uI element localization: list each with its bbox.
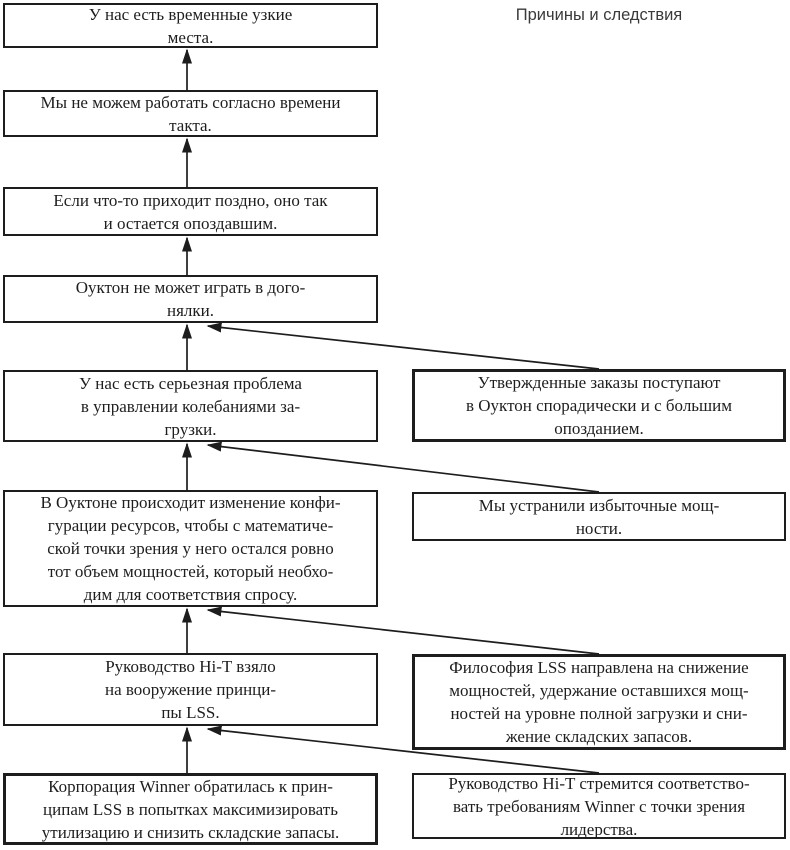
node-oakton-cannot-catch-up: Оуктон не может играть в дого- нялки. — [3, 275, 378, 323]
node-oakton-resource-reconfiguration: В Оуктоне происходит изменение конфи- гу… — [3, 490, 378, 607]
arrow-cause-lss-to-reconfig — [206, 606, 600, 655]
node-temporary-bottlenecks: У нас есть временные узкие места. — [3, 3, 378, 48]
arrow-cause-orders-to-catchup — [206, 322, 600, 370]
node-text: Оуктон не может играть в дого- нялки. — [75, 278, 306, 320]
node-removed-excess-capacity: Мы устранили избыточные мощ- ности. — [412, 492, 786, 541]
node-orders-arrive-sporadically: Утвержденные заказы поступают в Оуктон с… — [412, 369, 786, 442]
node-late-stays-late: Если что-то приходит поздно, оно так и о… — [3, 187, 378, 236]
node-text: Мы не можем работать согласно времени та… — [40, 92, 341, 135]
node-hit-adopted-lss: Руководство Hi-T взяло на вооружение при… — [3, 653, 378, 726]
arrow-cause-capacity-to-fluctuation — [206, 441, 600, 493]
node-text: У нас есть временные узкие места. — [88, 4, 293, 47]
node-text: Утвержденные заказы поступают в Оуктон с… — [466, 373, 732, 438]
node-text: Руководство Hi-T взяло на вооружение при… — [104, 657, 277, 722]
node-load-fluctuation-problem: У нас есть серьезная проблема в управлен… — [3, 370, 378, 442]
node-text: Если что-то приходит поздно, оно так и о… — [53, 190, 328, 233]
node-cannot-work-to-takt: Мы не можем работать согласно времени та… — [3, 90, 378, 137]
diagram-title: Причины и следствия — [515, 6, 683, 24]
node-text: Корпорация Winner обратилась к прин- цип… — [41, 776, 340, 842]
node-hit-seeks-winner-compliance: Руководство Hi-T стремится соответство- … — [412, 773, 786, 839]
node-text: Мы устранили избыточные мощ- ности. — [478, 495, 720, 538]
node-text: В Оуктоне происходит изменение конфи- гу… — [40, 493, 341, 604]
node-text: Руководство Hi-T стремится соответство- … — [448, 773, 750, 839]
node-winner-turned-to-lss: Корпорация Winner обратилась к прин- цип… — [3, 773, 378, 845]
node-text: У нас есть серьезная проблема в управлен… — [79, 373, 302, 439]
node-text: Философия LSS направлена на снижение мощ… — [449, 658, 749, 746]
node-lss-philosophy: Философия LSS направлена на снижение мощ… — [412, 654, 786, 750]
